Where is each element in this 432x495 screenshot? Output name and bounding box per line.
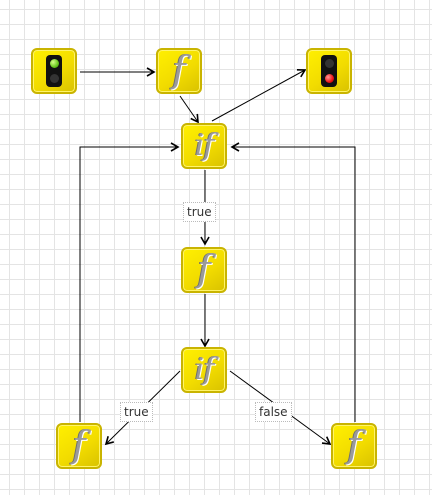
- function-node-middle[interactable]: f: [181, 247, 227, 293]
- edge-left-loop: [79, 142, 180, 422]
- function-node-top[interactable]: f: [156, 48, 202, 94]
- edge-function-to-if: [179, 95, 199, 124]
- conditional-icon: if: [194, 352, 215, 387]
- red-traffic-light-icon: [321, 55, 337, 87]
- off-lamp: [49, 74, 59, 83]
- red-lamp: [324, 74, 334, 83]
- edge-label-false-bottom: false: [255, 402, 292, 422]
- stop-node[interactable]: [306, 48, 352, 94]
- function-node-right[interactable]: f: [331, 423, 377, 469]
- if-node-bottom[interactable]: if: [181, 347, 227, 393]
- if-node-top[interactable]: if: [181, 123, 227, 169]
- edge-right-loop: [230, 142, 356, 422]
- green-traffic-light-icon: [46, 55, 62, 87]
- function-icon: f: [347, 425, 361, 466]
- edge-if-to-stop: [211, 69, 307, 122]
- function-node-left[interactable]: f: [56, 423, 102, 469]
- start-node[interactable]: [31, 48, 77, 94]
- edge-label-true-top: true: [183, 202, 216, 222]
- edge-label-true-bottom: true: [120, 402, 153, 422]
- function-icon: f: [172, 50, 186, 91]
- green-lamp: [49, 59, 59, 68]
- function-icon: f: [72, 425, 86, 466]
- off-lamp: [324, 59, 334, 68]
- function-icon: f: [197, 249, 211, 290]
- conditional-icon: if: [194, 128, 215, 163]
